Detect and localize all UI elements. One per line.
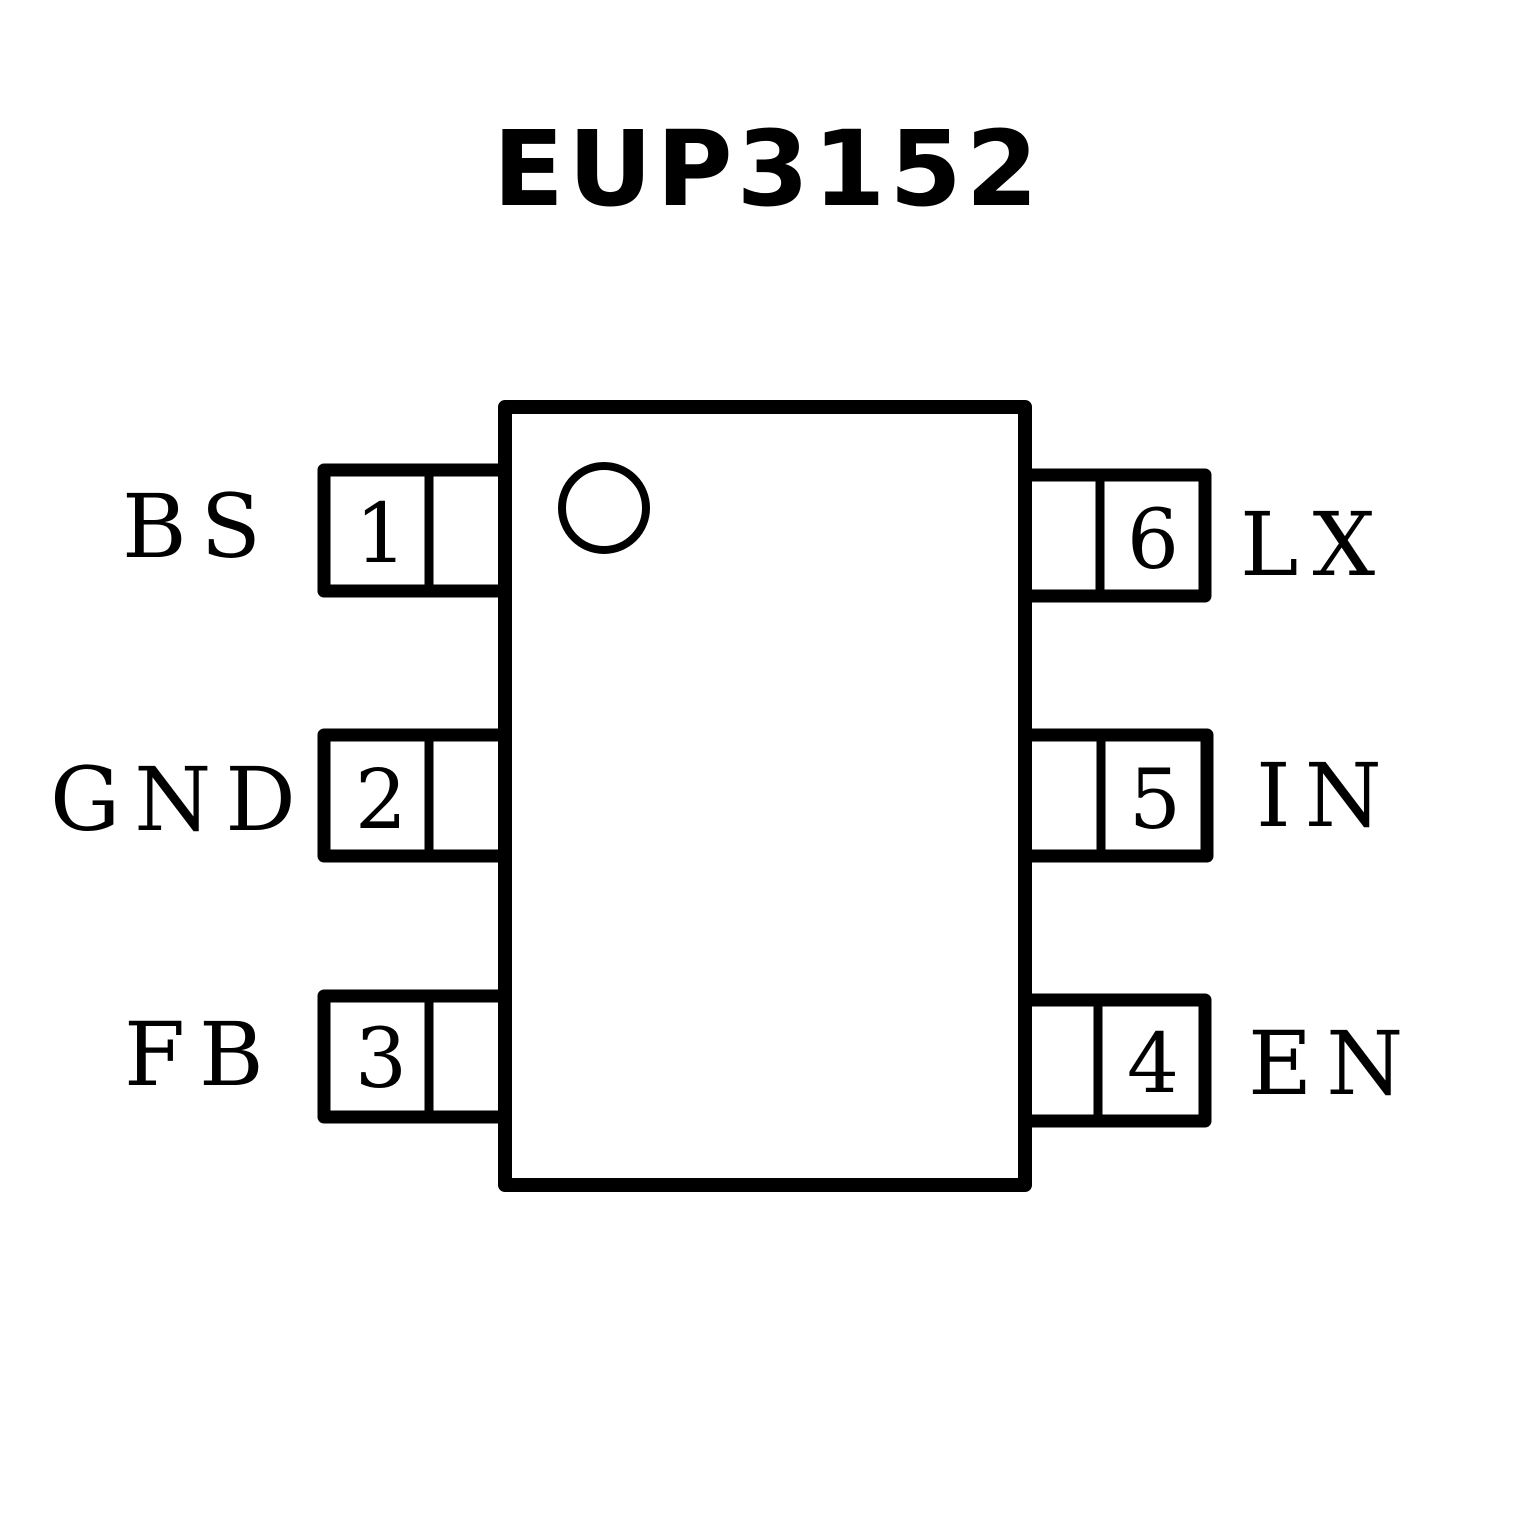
pin-5-number: 5: [1129, 753, 1181, 848]
pin-4-number: 4: [1127, 1017, 1179, 1112]
pin-2-pad: [317, 728, 512, 863]
pin-2-number: 2: [355, 753, 407, 848]
pin-2-name: GND: [50, 748, 310, 851]
pin-5-pad: [1018, 728, 1214, 863]
chip-body: [498, 400, 1032, 1192]
chip-title: EUP3152: [492, 108, 1043, 230]
pin-1-number: 1: [355, 487, 407, 582]
pin-6-pad: [1018, 468, 1212, 603]
pin-3-name: FB: [124, 1003, 278, 1106]
pin-2: 2 GND: [50, 728, 512, 863]
pin-5: 5 IN: [1018, 728, 1396, 863]
pin-4-name: EN: [1248, 1012, 1417, 1115]
pin-1: 1 BS: [122, 463, 512, 598]
pin-1-pad: [317, 463, 512, 598]
pin-5-name: IN: [1256, 744, 1396, 847]
pin-6-name: LX: [1240, 493, 1389, 596]
pin-4-pad: [1018, 993, 1212, 1128]
pin-3-number: 3: [355, 1012, 407, 1107]
pin-6-number: 6: [1127, 493, 1179, 588]
pin1-marker: [558, 462, 650, 554]
pin-3-pad: [317, 989, 512, 1124]
pin-3: 3 FB: [124, 989, 512, 1124]
pin-1-name: BS: [122, 475, 275, 578]
pin-4: 4 EN: [1018, 993, 1417, 1128]
pin-6: 6 LX: [1018, 468, 1389, 603]
